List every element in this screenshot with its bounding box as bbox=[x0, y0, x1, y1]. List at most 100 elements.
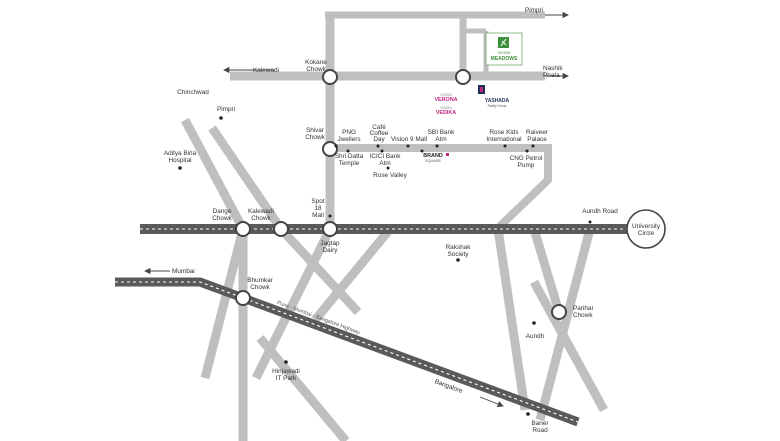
vision-mall-label: Vision 9 Mall bbox=[391, 136, 427, 143]
rose-kids-dot bbox=[503, 144, 507, 148]
pimpri-top-label: Pimpri bbox=[525, 7, 543, 14]
aundh-label: Aundh bbox=[526, 333, 545, 340]
aditya-birla-label-2: Hospital bbox=[168, 157, 191, 164]
junctions bbox=[235, 69, 666, 320]
hinjawadi-label-2: IT Park bbox=[276, 375, 297, 382]
shri-datta-dot bbox=[346, 149, 350, 153]
png-dot bbox=[334, 144, 338, 148]
pimpri-label: Pimpri bbox=[217, 106, 235, 113]
rose-valley-dot bbox=[386, 166, 390, 170]
kokane-label-2: Chowk bbox=[306, 66, 326, 73]
kokane-label-1: Kokane bbox=[305, 59, 327, 66]
jagtap-dairy-marker bbox=[322, 221, 338, 237]
direction-arrows bbox=[144, 11, 569, 407]
aditya-birla-label-1: Aditya Birla bbox=[164, 150, 197, 157]
cafe-dot bbox=[376, 144, 380, 148]
spot18-label-1: Spot bbox=[311, 198, 324, 205]
icici-dot bbox=[380, 149, 384, 153]
rakshak-label-2: Society bbox=[448, 251, 470, 258]
brand-square-logo: BRAND SQUARE bbox=[423, 153, 449, 163]
road-parihar-upper bbox=[529, 227, 564, 314]
road-cng-pump bbox=[495, 148, 552, 231]
jagtap-label-1: Jagtap bbox=[320, 240, 340, 247]
chinchwad-label: Chinchwad bbox=[177, 89, 209, 96]
road-hinjawadi bbox=[256, 335, 350, 441]
png-label-1: PNG bbox=[342, 129, 356, 136]
raiveer-label-1: Raiveer bbox=[526, 129, 549, 136]
road-baner-left bbox=[493, 228, 530, 411]
png-label-2: Jwellers bbox=[337, 136, 360, 143]
road-parihar-aundh bbox=[530, 279, 608, 413]
aundh-dot bbox=[532, 321, 536, 325]
sbi-label-1: SBI Bank bbox=[428, 129, 455, 136]
dange-label-1: Dange bbox=[213, 208, 232, 215]
yashada-text: YASHADA bbox=[485, 98, 510, 104]
brand-square-text-1: BRAND bbox=[423, 153, 443, 159]
nashik-label-1: Nashik bbox=[543, 65, 563, 72]
verona-text: VERONA bbox=[434, 97, 457, 103]
dange-label-2: Chowk bbox=[212, 215, 232, 222]
hinjawadi-label-1: Hinjawadi bbox=[272, 368, 300, 375]
sbi-dot bbox=[435, 144, 439, 148]
rose-kids-label-2: International bbox=[486, 136, 521, 143]
road-pimpri-kalewadi bbox=[208, 125, 285, 232]
icici-label-2: Atm bbox=[379, 160, 390, 167]
cafe-label-3: Day bbox=[373, 136, 385, 143]
cng-label-2: Pump bbox=[518, 162, 535, 169]
road-pimpri-dange bbox=[181, 117, 247, 232]
shri-datta-label-2: Temple bbox=[339, 160, 360, 167]
kalewadi-chowk-label-1: Kalewadi bbox=[248, 208, 274, 215]
rakshak-dot bbox=[456, 258, 460, 262]
arrow-bangalore bbox=[479, 396, 504, 407]
kalewadi-chowk-label-2: Chowk bbox=[251, 215, 271, 222]
kalewadi-chowk-marker bbox=[273, 221, 289, 237]
road-kalewadi-south bbox=[277, 225, 362, 316]
shri-datta-label-1: Shri Datta bbox=[335, 153, 364, 160]
cafe-label-2: Coffee bbox=[370, 130, 389, 137]
spot18-label-3: Mall bbox=[312, 212, 324, 219]
parihar-chowk-marker bbox=[551, 304, 567, 320]
road-jagtap-southeast bbox=[311, 226, 394, 323]
jagtap-label-2: Dairy bbox=[323, 247, 339, 254]
bhumkar-label-2: Chowk bbox=[250, 284, 270, 291]
cng-dot bbox=[525, 149, 529, 153]
parihar-label-2: Chowk bbox=[573, 312, 593, 319]
roads bbox=[181, 11, 608, 441]
nashik-junction-marker bbox=[455, 69, 471, 85]
poi-dots bbox=[178, 116, 592, 416]
vedika-logo: VISION VEDIKA bbox=[436, 106, 456, 116]
hinjawadi-dot bbox=[284, 360, 288, 364]
rose-valley-label: Rose Valley bbox=[373, 172, 407, 179]
bhumkar-chowk-marker bbox=[235, 290, 251, 306]
junction-labels: Kokane Chowk Shivar Chowk Dange Chowk Ka… bbox=[212, 59, 661, 319]
aditya-birla-dot bbox=[178, 166, 182, 170]
brand-square-dot bbox=[420, 149, 424, 153]
shivar-chowk-marker bbox=[322, 141, 338, 157]
nashik-label-2: Phata bbox=[543, 72, 560, 79]
brand-square-text-2: SQUARE bbox=[425, 159, 442, 163]
vedika-top-text: VISION bbox=[440, 106, 452, 110]
yashada-sub-text: Realty Group bbox=[488, 104, 507, 108]
university-circle-marker bbox=[626, 209, 666, 249]
meadows-top-text: VISION bbox=[498, 51, 511, 55]
verona-logo: VISION VERONA bbox=[434, 93, 457, 103]
sbi-label-2: Atm bbox=[435, 136, 446, 143]
kokane-chowk-marker bbox=[322, 69, 338, 85]
baner-label-2: Road bbox=[532, 427, 548, 434]
mumbai-label: Mumbai bbox=[172, 268, 195, 275]
raiveer-dot bbox=[531, 144, 535, 148]
dange-chowk-marker bbox=[235, 221, 251, 237]
vision-mall-dot bbox=[406, 144, 410, 148]
pune-mumbai-bangalore-highway bbox=[115, 277, 580, 427]
raiveer-label-2: Palace bbox=[527, 136, 547, 143]
spot18-dot bbox=[328, 214, 332, 218]
spot18-label-2: 18 bbox=[314, 205, 322, 212]
cng-label-1: CNG Petrol bbox=[510, 155, 543, 162]
aundh-road-dot bbox=[588, 220, 592, 224]
shivar-label-1: Shivar bbox=[306, 127, 325, 134]
parihar-label-1: Parihar bbox=[573, 305, 594, 312]
icici-label-1: ICICI Bank bbox=[370, 153, 402, 160]
shivar-label-2: Chowk bbox=[305, 134, 325, 141]
verona-top-text: VISION bbox=[440, 93, 452, 97]
